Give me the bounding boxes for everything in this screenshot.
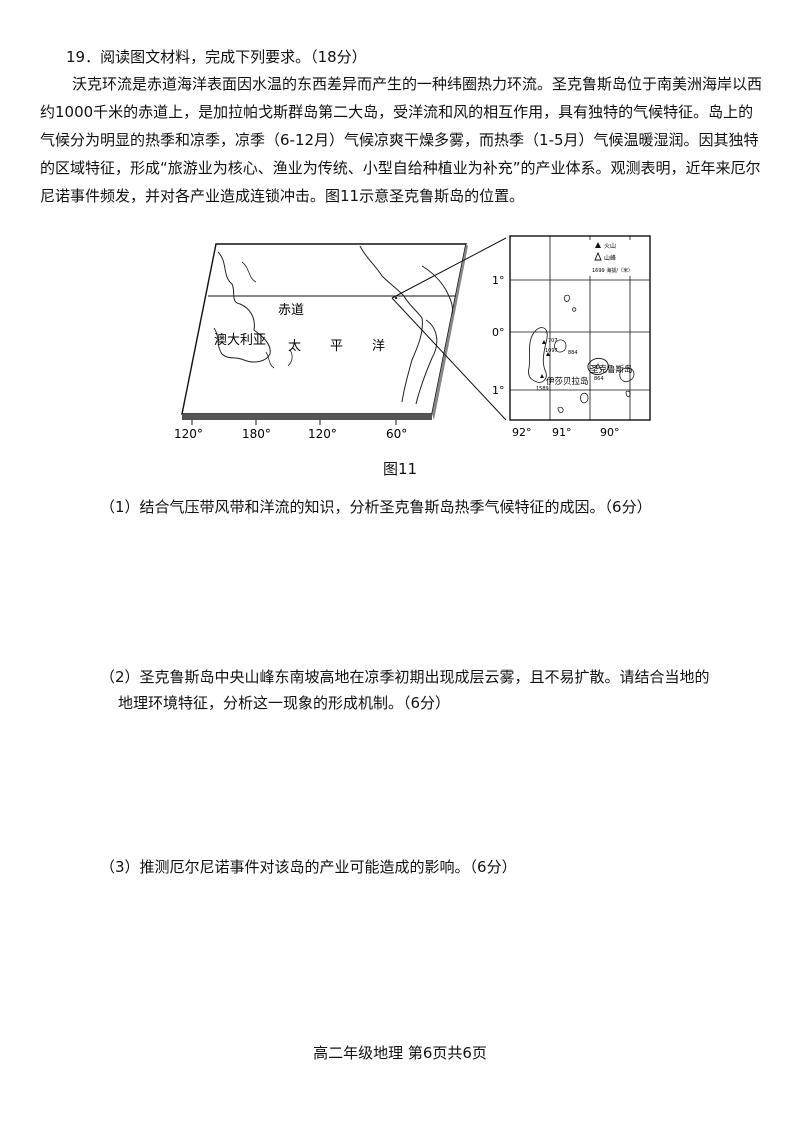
question-header: 19．阅读图文材料，完成下列要求。（18分） (66, 48, 367, 66)
island-santa-cruz: 圣克鲁斯岛 (590, 364, 633, 375)
volcano-icon (595, 242, 601, 248)
page-footer: 高二年级地理 第6页共6页 (313, 1044, 487, 1062)
elev-707: 707 (548, 338, 558, 344)
lat-tick-0: 0° (492, 326, 505, 339)
lon-ticks: 120° 180° 120° 60° (174, 420, 407, 441)
subquestion-1: （1）结合气压带风带和洋流的知识，分析圣克鲁斯岛热季气候特征的成因。（6分） (100, 494, 652, 520)
legend-volcano: 火山 (604, 242, 616, 250)
elev-1097: 1097 (545, 348, 558, 354)
subquestion-3: （3）推测厄尔尼诺事件对该岛的产业可能造成的影响。（6分） (100, 854, 517, 880)
lon-tick-120: 120° (308, 427, 337, 441)
subquestion-1-text: （1）结合气压带风带和洋流的知识，分析圣克鲁斯岛热季气候特征的成因。（6分） (100, 498, 652, 516)
intro-paragraph: 沃克环流是赤道海洋表面因水温的东西差异而产生的一种纬圈热力环流。圣克鲁斯岛位于南… (40, 75, 763, 205)
inset-map: 火山 山峰 1699 海拔/（米） 707 1097 884 1589 864 … (492, 235, 651, 439)
lon-tick-60: 60° (386, 427, 407, 441)
legend-peak: 山峰 (604, 254, 616, 262)
subquestion-2: （2）圣克鲁斯岛中央山峰东南坡高地在凉季初期出现成层云雾，且不易扩散。请结合当地… (100, 664, 710, 716)
lon-tick-180: 180° (242, 427, 271, 441)
lon-tick-120w: 120° (174, 427, 203, 441)
lon-tick-92: 92° (512, 426, 532, 439)
pacific-label-2: 平 (330, 339, 343, 354)
subquestion-2-text: （2）圣克鲁斯岛中央山峰东南坡高地在凉季初期出现成层云雾，且不易扩散。请结合当地… (100, 668, 710, 686)
elev-864: 864 (594, 376, 604, 382)
lat-tick-1s: 1° (492, 384, 505, 397)
lon-tick-90: 90° (600, 426, 620, 439)
subquestion-2-text-cont: 地理环境特征，分析这一现象的形成机制。（6分） (118, 694, 451, 712)
figure-11: 赤道 澳大利亚 太 平 洋 120° 180° 120° 60° (174, 235, 651, 441)
equator-label: 赤道 (278, 303, 304, 318)
peak-icon (594, 251, 602, 261)
elev-1589: 1589 (536, 386, 549, 392)
pacific-label-3: 洋 (372, 339, 385, 354)
pacific-label-1: 太 (288, 339, 301, 354)
island-isabela: 伊莎贝拉岛 (546, 376, 589, 387)
australia-label: 澳大利亚 (214, 332, 266, 348)
subquestion-3-text: （3）推测厄尔尼诺事件对该岛的产业可能造成的影响。（6分） (100, 858, 517, 876)
lon-tick-91: 91° (552, 426, 572, 439)
elev-884: 884 (568, 350, 578, 356)
legend-elevation: 1699 海拔/（米） (592, 267, 633, 274)
lat-tick-1n: 1° (492, 274, 505, 287)
figure-caption: 图11 (382, 460, 418, 478)
question-intro: 沃克环流是赤道海洋表面因水温的东西差异而产生的一种纬圈热力环流。圣克鲁斯岛位于南… (40, 70, 762, 210)
world-map: 赤道 澳大利亚 太 平 洋 120° 180° 120° 60° (174, 243, 468, 441)
